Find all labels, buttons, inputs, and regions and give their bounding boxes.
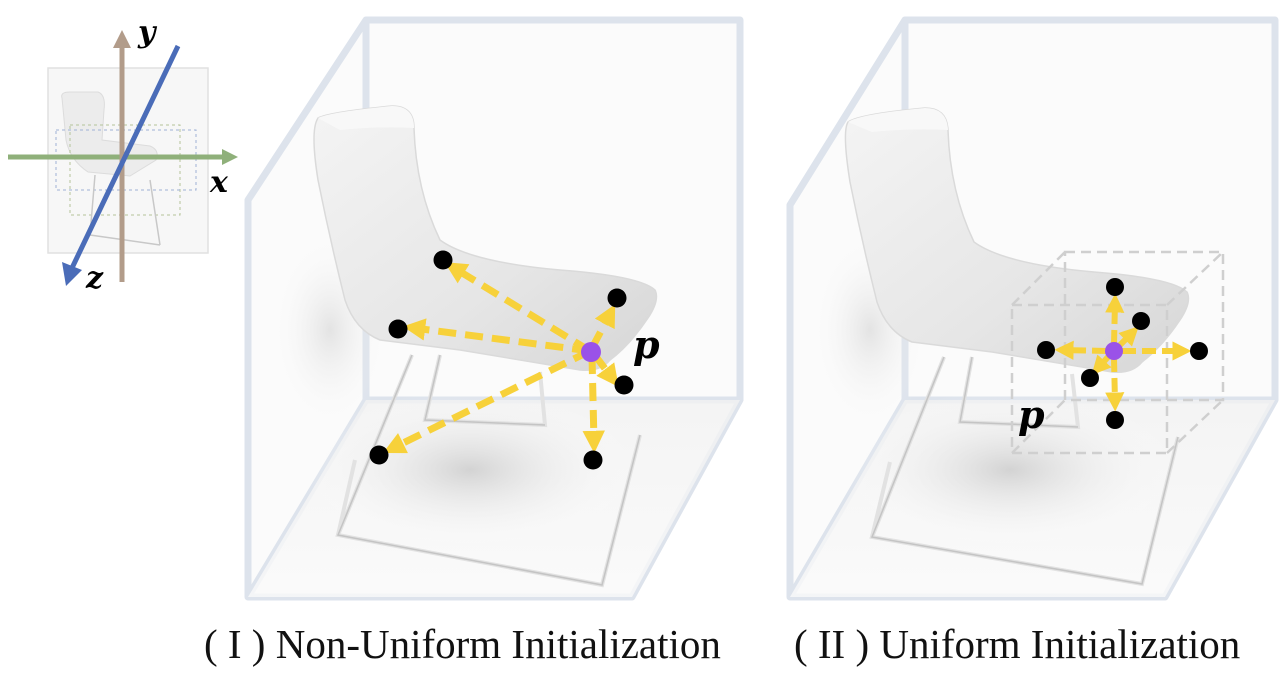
chair-model: [313, 105, 658, 588]
chair-model: [844, 107, 1190, 587]
sample-point: [433, 250, 453, 270]
caption-uniform: ( II ) Uniform Initialization: [794, 621, 1241, 667]
offset-arrow: [1105, 293, 1125, 345]
panel-non-uniform: p: [244, 16, 744, 601]
offset-arrow: [402, 318, 591, 355]
z-axis-label: z: [85, 261, 104, 296]
offset-arrow: [588, 304, 616, 350]
sample-point: [1106, 278, 1124, 296]
sample-point: [388, 319, 408, 339]
local-neighborhood-cube: [1010, 250, 1225, 455]
y-axis-label: y: [137, 15, 158, 50]
sample-point: [583, 450, 603, 470]
offset-arrows: [1054, 293, 1192, 412]
sample-point: [1081, 369, 1099, 387]
panel-uniform: p: [786, 16, 1279, 601]
offset-arrow: [1105, 357, 1125, 412]
offset-arrow: [1054, 340, 1107, 360]
sample-point: [1132, 312, 1150, 330]
point-label-p: p: [633, 322, 660, 367]
sample-point: [1190, 342, 1208, 360]
offset-arrow: [582, 355, 605, 454]
sample-point: [1037, 341, 1055, 359]
offset-arrow: [382, 347, 592, 454]
point-label-p: p: [1018, 392, 1045, 437]
reference-point-p: [1105, 342, 1123, 360]
sample-point: [614, 375, 634, 395]
sample-points: [1037, 278, 1208, 429]
sample-points: [369, 250, 634, 470]
offset-arrow: [1117, 326, 1139, 348]
reference-point-p: [581, 342, 601, 362]
sample-point: [369, 445, 389, 465]
axes-icon: y x z: [8, 15, 238, 296]
caption-non-uniform: ( I ) Non-Uniform Initialization: [204, 621, 721, 667]
x-axis-label: x: [209, 165, 229, 200]
offset-arrow: [1091, 354, 1112, 376]
sample-point: [1106, 411, 1124, 429]
sample-point: [607, 288, 627, 308]
